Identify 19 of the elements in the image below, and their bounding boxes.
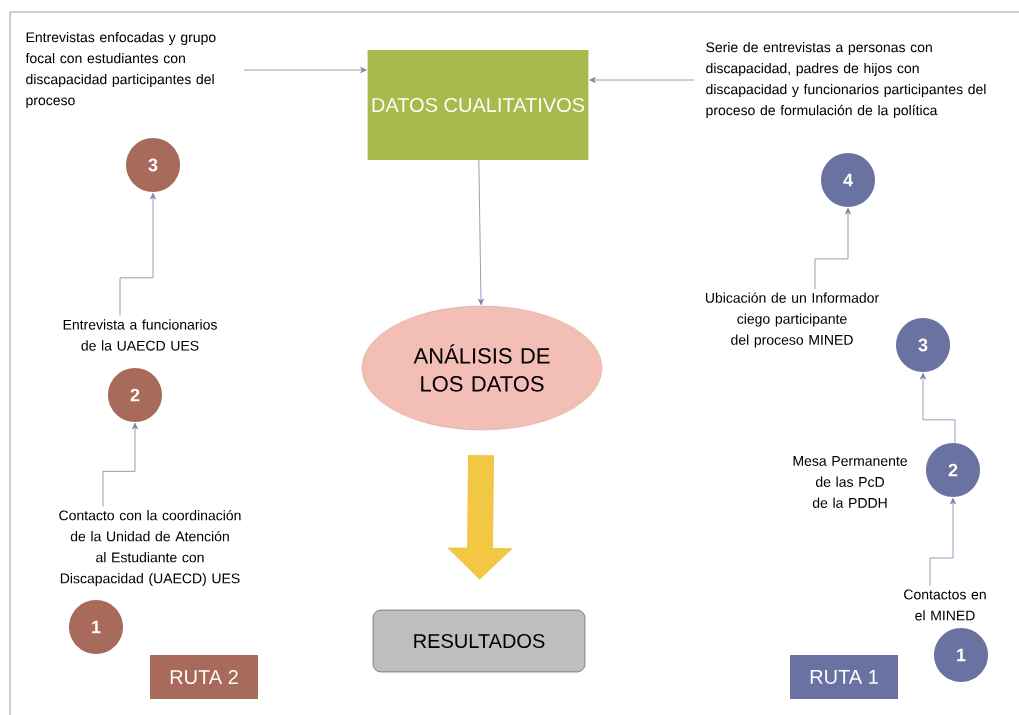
arrow <box>814 207 851 290</box>
arrow <box>243 67 367 73</box>
arrow <box>929 497 956 587</box>
step-text: Ubicación de un Informador ciego participante del proceso MINED <box>705 292 879 348</box>
arrow <box>920 372 956 444</box>
results-box: RESULTADOS <box>372 609 586 673</box>
arrow <box>102 422 138 507</box>
step-text: Entrevista a funcionarios de la UAECD UES <box>63 319 217 351</box>
arrow <box>478 159 484 306</box>
step-text: Contactos en el MINED <box>904 589 986 621</box>
arrow <box>119 192 156 317</box>
route-label-box: RUTA 2 <box>150 655 258 699</box>
data-box: DATOS CUALITATIVOS <box>367 50 589 160</box>
step-text: Entrevistas enfocadas y grupo focal con estudiantes con discapacidad participantes del proceso <box>25 31 216 108</box>
step-text: Contacto con la coordinación de la Unidad de Atención al Estudiante con Discapacidad (UAECD) UES <box>59 509 241 587</box>
arrow <box>589 77 695 83</box>
step-text: Mesa Permanente de las PcD de la PDDH <box>793 456 907 508</box>
route-label-box: RUTA 1 <box>790 655 898 699</box>
step-text: Serie de entrevistas a personas con discapacidad, padres de hijos con discapacidad y funcionarios participantes del proceso de formulación de la política <box>706 41 986 118</box>
